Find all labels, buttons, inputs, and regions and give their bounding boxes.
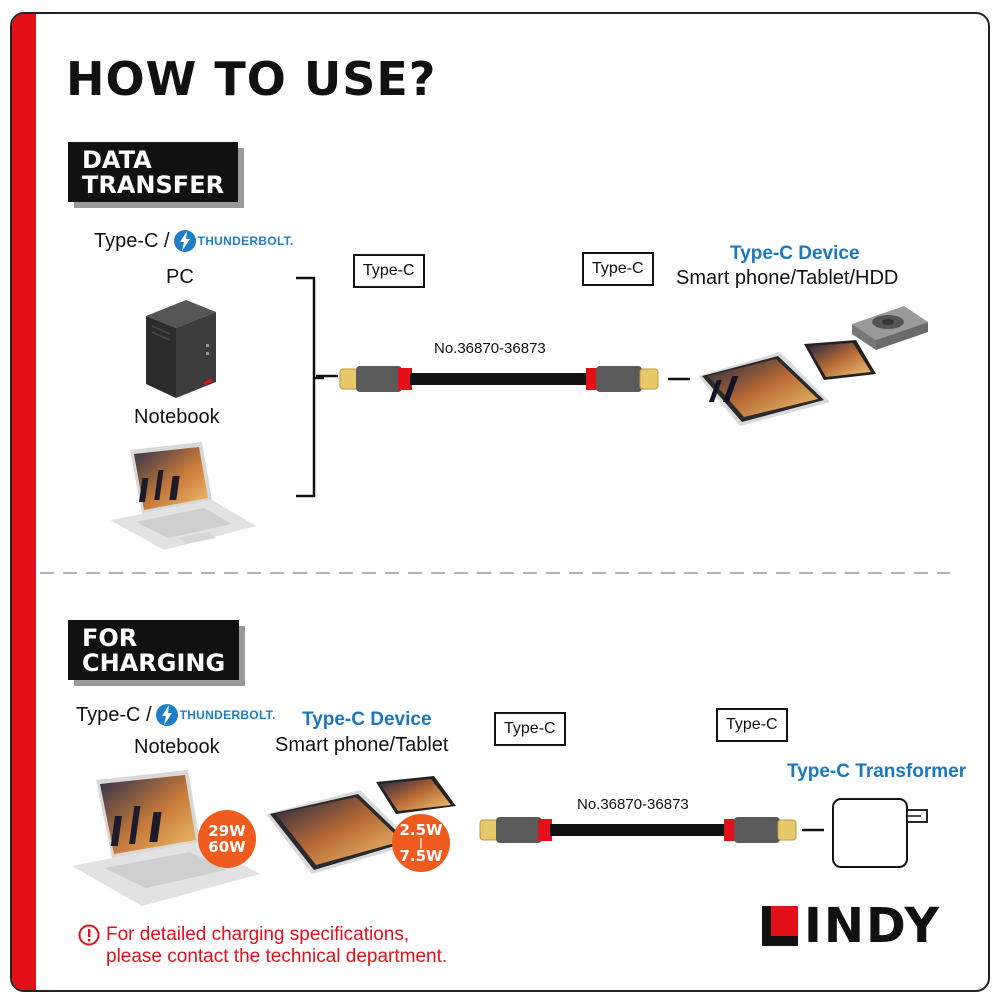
notebook-power-high: 60W xyxy=(208,838,246,856)
device-power-high: 7.5W xyxy=(399,847,443,865)
dt-notebook-label: Notebook xyxy=(134,406,220,428)
notebook-power-low: 29W xyxy=(208,822,246,840)
dt-left-connector-label: Type-C xyxy=(353,254,425,288)
charging-note-line-1: For detailed charging specifications, xyxy=(106,924,410,945)
pc-label: PC xyxy=(166,266,194,288)
dt-thunderbolt-text: THUNDERBOLT. xyxy=(197,234,294,248)
brand-name: INDY xyxy=(804,898,942,954)
dt-devices-icon xyxy=(698,306,928,426)
warning-icon xyxy=(78,924,100,946)
dt-usb-c-cable xyxy=(339,366,659,392)
ch-usb-c-cable xyxy=(479,817,797,843)
charging-note-line-2: please contact the technical department. xyxy=(106,946,448,967)
pc-tower-icon xyxy=(146,300,216,398)
ch-device-title: Type-C Device xyxy=(302,709,432,730)
section-divider xyxy=(40,572,950,574)
ch-host-type-prefix: Type-C / xyxy=(76,703,152,726)
ch-transformer-connector-line xyxy=(802,828,824,832)
power-range-separator: | xyxy=(418,836,424,849)
ch-devices-icon xyxy=(266,776,456,874)
dt-device-connector-line xyxy=(668,377,690,381)
ch-cable-model: No.36870-36873 xyxy=(577,796,689,813)
dt-host-type: Type-C / THUNDERBOLT. xyxy=(94,228,294,254)
dt-right-connector-label: Type-C xyxy=(582,252,654,286)
dt-host-type-prefix: Type-C / xyxy=(94,229,170,252)
ch-thunderbolt-text: THUNDERBOLT. xyxy=(179,708,276,722)
charging-note: For detailed charging specifications, pl… xyxy=(106,924,447,968)
ch-left-connector-label: Type-C xyxy=(494,712,566,746)
accent-stripe xyxy=(12,14,36,990)
thunderbolt-icon xyxy=(155,704,178,726)
power-adapter-icon xyxy=(832,798,928,868)
page-title: HOW TO USE? xyxy=(66,52,437,106)
bracket-connector-line xyxy=(316,374,338,378)
notebook-power-badge: 29W 60W xyxy=(198,810,256,868)
ch-notebook-label: Notebook xyxy=(134,736,220,758)
ch-host-type: Type-C / THUNDERBOLT. xyxy=(76,702,276,728)
charging-heading: FOR CHARGING xyxy=(68,620,240,680)
device-bracket xyxy=(296,276,324,498)
transformer-title: Type-C Transformer xyxy=(787,761,967,782)
dt-notebook-icon xyxy=(110,442,256,550)
dt-device-subtitle: Smart phone/Tablet/HDD xyxy=(676,267,899,289)
dt-device-title: Type-C Device xyxy=(730,243,860,264)
ch-device-subtitle: Smart phone/Tablet xyxy=(275,734,449,756)
lindy-l-mark xyxy=(762,906,798,946)
device-power-badge: 2.5W | 7.5W xyxy=(392,814,450,872)
data-transfer-heading: DATA TRANSFER xyxy=(68,142,239,202)
ch-right-connector-label: Type-C xyxy=(716,708,788,742)
thunderbolt-icon xyxy=(173,230,196,252)
device-power-low: 2.5W xyxy=(399,821,443,839)
dt-cable-model: No.36870-36873 xyxy=(434,340,546,357)
brand-logo: INDY xyxy=(762,898,941,954)
